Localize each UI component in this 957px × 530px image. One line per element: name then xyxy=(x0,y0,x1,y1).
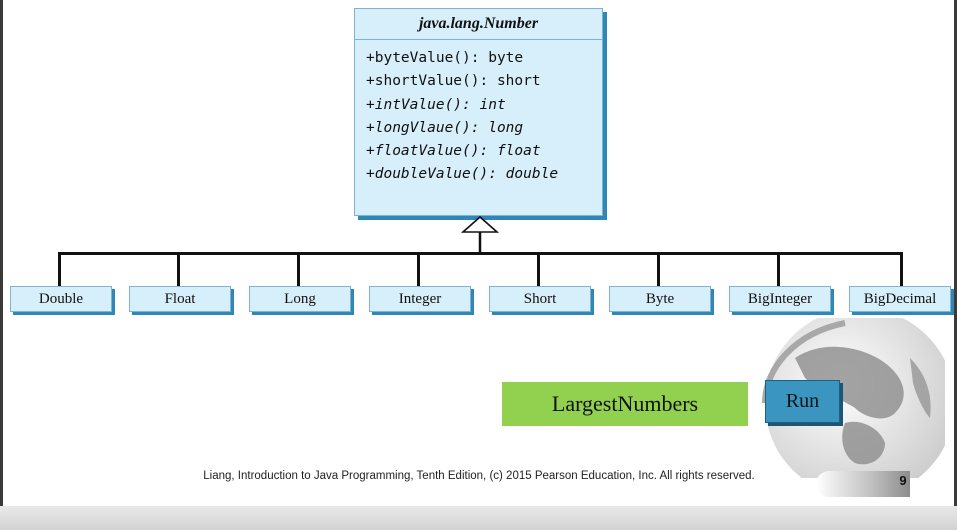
subclass-long: Long xyxy=(249,286,351,312)
inheritance-arrow-icon xyxy=(460,215,500,254)
subclass-byte: Byte xyxy=(609,286,711,312)
subclass-short: Short xyxy=(489,286,591,312)
method-double-value: +doubleValue(): double xyxy=(366,166,559,183)
connector-double xyxy=(58,252,61,286)
largest-numbers-button[interactable]: LargestNumbers xyxy=(502,382,748,426)
footer-band xyxy=(0,506,957,530)
run-button[interactable]: Run xyxy=(765,380,840,423)
method-int-value: +intValue(): int xyxy=(366,96,506,113)
subclass-double: Double xyxy=(10,286,112,312)
globe-logo-icon xyxy=(762,318,945,478)
number-class-box: java.lang.Number +byteValue(): byte +sho… xyxy=(354,8,603,216)
method-byte-value: +byteValue(): byte xyxy=(366,50,524,66)
subclass-integer: Integer xyxy=(369,286,471,312)
page-number: 9 xyxy=(899,473,907,488)
slide-frame-left xyxy=(0,0,3,506)
method-float-value: +floatValue(): float xyxy=(366,143,541,160)
connector-bigdecimal xyxy=(900,252,903,286)
connector-long xyxy=(297,252,300,286)
method-list: +byteValue(): byte +shortValue(): short … xyxy=(355,40,602,187)
footer-citation: Liang, Introduction to Java Programming,… xyxy=(203,470,755,482)
class-name: java.lang.Number xyxy=(355,9,602,40)
subclass-biginteger: BigInteger xyxy=(729,286,831,312)
connector-biginteger xyxy=(777,252,780,286)
connector-short xyxy=(537,252,540,286)
page-number-pill xyxy=(816,471,910,497)
connector-float xyxy=(177,252,180,286)
connector-integer xyxy=(417,252,420,286)
subclass-bigdecimal: BigDecimal xyxy=(849,286,951,312)
method-long-value: +longVlaue(): long xyxy=(366,119,524,136)
slide-frame-right xyxy=(954,0,957,506)
connector-byte xyxy=(657,252,660,286)
method-short-value: +shortValue(): short xyxy=(366,73,541,90)
connector-horizontal xyxy=(58,252,902,255)
subclass-float: Float xyxy=(129,286,231,312)
